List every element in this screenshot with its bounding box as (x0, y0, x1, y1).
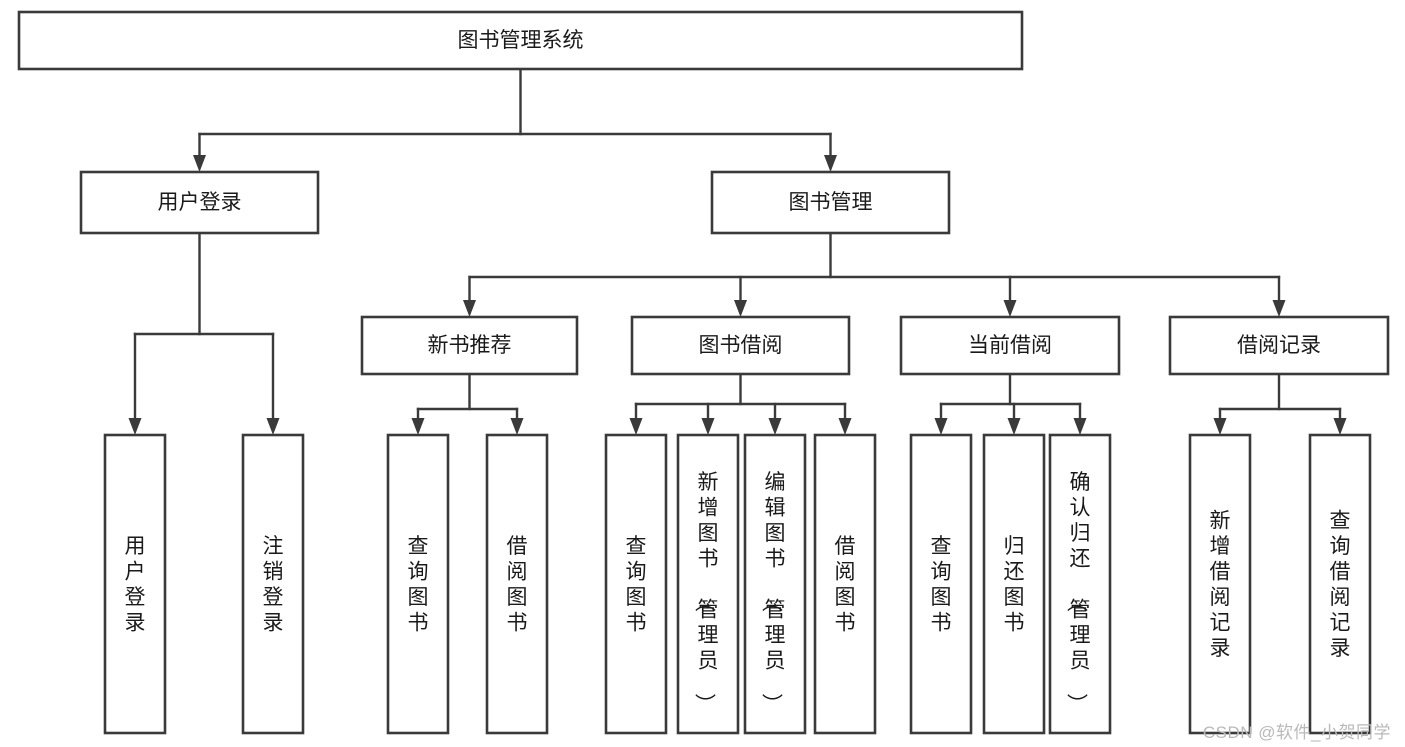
node-box-leaf-add-book[interactable] (676, 433, 740, 735)
arrow-head-icon (629, 418, 643, 435)
node-box-new-book-rec[interactable] (360, 315, 579, 376)
node-leaf-query-book-3[interactable]: 查询图书 (909, 433, 973, 735)
node-label-leaf-borrow-book-1: 借阅图书 (507, 535, 528, 635)
arrow-head-icon (1003, 300, 1017, 317)
node-box-leaf-add-record[interactable] (1188, 433, 1252, 735)
arrow-head-icon (701, 418, 715, 435)
node-label-leaf-add-book: 新增图书（管理员） (693, 471, 719, 714)
node-label-leaf-confirm-return: 确认归还（管理员） (1065, 471, 1091, 714)
node-label-book-manage: 图书管理 (789, 191, 873, 214)
connector-group (411, 372, 524, 435)
node-label-leaf-query-book-1: 查询图书 (408, 535, 429, 635)
node-leaf-confirm-return[interactable]: 确认归还（管理员） (1048, 433, 1112, 735)
connector-group (934, 372, 1087, 435)
arrow-head-icon (1007, 418, 1021, 435)
node-leaf-query-book-2[interactable]: 查询图书 (604, 433, 668, 735)
node-new-book-rec[interactable]: 新书推荐 (360, 315, 579, 376)
connector-group (193, 67, 837, 172)
node-box-leaf-borrow-book-2[interactable] (813, 433, 877, 735)
arrow-head-icon (838, 418, 852, 435)
node-boxes-group: 图书管理系统用户登录图书管理新书推荐图书借阅当前借阅借阅记录用户登录注销登录查询… (17, 10, 1390, 735)
node-box-book-manage[interactable] (710, 170, 951, 235)
node-leaf-edit-book[interactable]: 编辑图书（管理员） (743, 433, 807, 735)
node-box-leaf-query-book-1[interactable] (386, 433, 450, 735)
node-leaf-add-book[interactable]: 新增图书（管理员） (676, 433, 740, 735)
arrow-head-icon (734, 300, 747, 317)
node-leaf-add-record[interactable]: 新增借阅记录 (1188, 433, 1252, 735)
arrow-head-icon (1073, 418, 1087, 435)
node-leaf-return-book[interactable]: 归还图书 (982, 433, 1046, 735)
node-leaf-query-book-1[interactable]: 查询图书 (386, 433, 450, 735)
node-borrow-record[interactable]: 借阅记录 (1168, 315, 1390, 376)
node-leaf-borrow-book-1[interactable]: 借阅图书 (485, 433, 549, 735)
arrow-head-icon (824, 155, 837, 172)
node-box-leaf-confirm-return[interactable] (1048, 433, 1112, 735)
node-label-leaf-add-record: 新增借阅记录 (1210, 509, 1231, 660)
node-label-leaf-user-login: 用户登录 (125, 535, 146, 635)
arrow-head-icon (128, 418, 142, 435)
arrow-head-icon (510, 418, 524, 435)
node-box-current-borrow[interactable] (899, 315, 1121, 376)
arrow-head-icon (1213, 418, 1227, 435)
arrow-head-icon (934, 418, 948, 435)
node-label-leaf-query-book-2: 查询图书 (626, 535, 647, 635)
arrow-head-icon (463, 300, 476, 317)
node-box-leaf-borrow-book-1[interactable] (485, 433, 549, 735)
node-label-book-borrow: 图书借阅 (699, 334, 783, 357)
node-book-manage[interactable]: 图书管理 (710, 170, 951, 235)
node-label-leaf-query-record: 查询借阅记录 (1330, 509, 1351, 660)
node-current-borrow[interactable]: 当前借阅 (899, 315, 1121, 376)
node-box-leaf-query-book-2[interactable] (604, 433, 668, 735)
connector-group (629, 372, 852, 435)
csdn-watermark: CSDN @软件_小贺同学 (1202, 723, 1391, 742)
arrow-head-icon (1272, 300, 1286, 317)
arrow-head-icon (768, 418, 782, 435)
arrow-head-icon (1333, 418, 1347, 435)
node-box-leaf-return-book[interactable] (982, 433, 1046, 735)
node-box-leaf-logout[interactable] (241, 433, 305, 735)
arrow-head-icon (193, 155, 206, 172)
node-box-leaf-query-record[interactable] (1308, 433, 1372, 735)
node-label-leaf-logout: 注销登录 (263, 535, 284, 635)
node-label-leaf-borrow-book-2: 借阅图书 (835, 535, 856, 635)
connector-lines-group (128, 67, 1347, 435)
node-box-borrow-record[interactable] (1168, 315, 1390, 376)
connector-group (1213, 372, 1347, 435)
connector-group (463, 231, 1286, 317)
node-label-leaf-return-book: 归还图书 (1004, 535, 1025, 635)
node-label-borrow-record: 借阅记录 (1237, 334, 1321, 357)
node-user-login[interactable]: 用户登录 (79, 170, 320, 235)
node-book-borrow[interactable]: 图书借阅 (630, 315, 851, 376)
node-box-user-login[interactable] (79, 170, 320, 235)
node-box-leaf-query-book-3[interactable] (909, 433, 973, 735)
node-box-leaf-edit-book[interactable] (743, 433, 807, 735)
arrow-head-icon (411, 418, 425, 435)
node-box-book-borrow[interactable] (630, 315, 851, 376)
node-label-root: 图书管理系统 (458, 29, 584, 52)
node-label-leaf-query-book-3: 查询图书 (931, 535, 952, 635)
node-box-root[interactable] (17, 10, 1024, 71)
node-leaf-user-login[interactable]: 用户登录 (103, 433, 167, 735)
node-box-leaf-user-login[interactable] (103, 433, 167, 735)
node-label-new-book-rec: 新书推荐 (428, 334, 512, 357)
node-label-leaf-edit-book: 编辑图书（管理员） (760, 471, 786, 714)
node-leaf-query-record[interactable]: 查询借阅记录 (1308, 433, 1372, 735)
arrow-head-icon (266, 418, 280, 435)
node-root[interactable]: 图书管理系统 (17, 10, 1024, 71)
node-label-current-borrow: 当前借阅 (968, 334, 1052, 357)
node-leaf-logout[interactable]: 注销登录 (241, 433, 305, 735)
node-label-user-login: 用户登录 (158, 191, 242, 214)
node-leaf-borrow-book-2[interactable]: 借阅图书 (813, 433, 877, 735)
connector-group (128, 231, 280, 435)
